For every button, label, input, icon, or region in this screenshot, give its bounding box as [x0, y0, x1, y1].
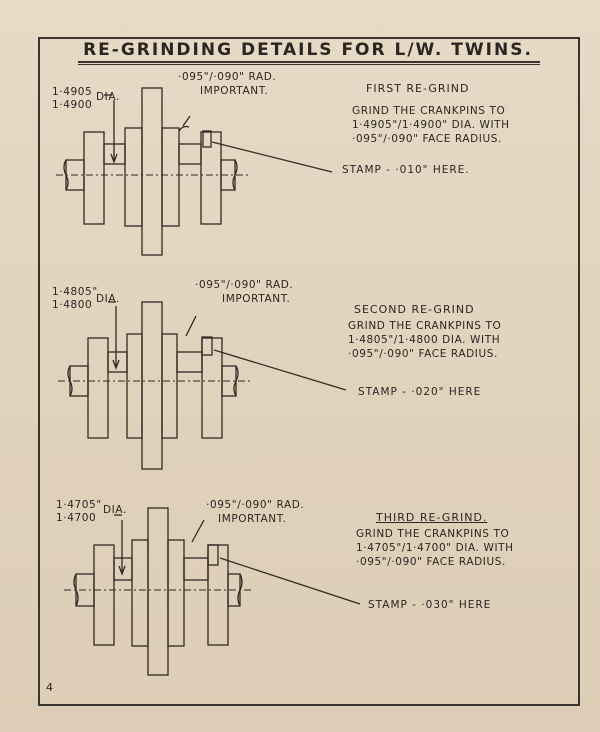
page-number: 4: [46, 681, 53, 694]
central-flywheel-3: [147, 507, 169, 676]
body-line-2-2: 1·4805"/1·4800 DIA. WITH: [348, 334, 501, 346]
left-crankpin-2: [107, 351, 128, 373]
dia-upper-3: 1·4705": [56, 499, 102, 511]
dia-lower-2: 1·4800: [52, 299, 93, 311]
radius-note-3: ·095"/·090" RAD.: [206, 499, 305, 511]
left-inner-web-2: [126, 333, 143, 439]
title-underline-second: [78, 64, 540, 65]
dia-lower-3: 1·4700: [56, 512, 97, 524]
dia-lower-1: 1·4900: [52, 99, 93, 111]
central-flywheel-1: [141, 87, 163, 256]
body-line-2-3: ·095"/·090" FACE RADIUS.: [348, 348, 498, 360]
important-note-3: IMPORTANT.: [218, 513, 287, 525]
title-underline: [78, 61, 540, 63]
stamp-note-2: STAMP - ·020" HERE: [358, 386, 482, 398]
crankshaft-figure-2: [58, 301, 347, 470]
radius-note-2: ·095"/·090" RAD.: [195, 279, 294, 291]
page-title: RE-GRINDING DETAILS FOR L/W. TWINS.: [83, 40, 533, 60]
important-note-2: IMPORTANT.: [222, 293, 291, 305]
section-heading-2: SECOND RE-GRIND: [354, 303, 475, 316]
stamp-box-3: [207, 544, 219, 566]
crankshaft-figure-3: [64, 507, 361, 676]
right-crankpin-2: [176, 351, 203, 373]
dia-upper-1: 1·4905: [52, 86, 93, 98]
left-crankpin-3: [113, 557, 133, 581]
left-web-3: [93, 544, 115, 646]
body-line-2-1: GRIND THE CRANKPINS TO: [348, 320, 502, 332]
section-heading-3: THIRD RE-GRIND.: [376, 511, 488, 524]
left-inner-web-1: [124, 127, 143, 227]
dia-suffix-1: DIA.: [96, 91, 120, 103]
left-web-1: [83, 131, 105, 225]
section-heading-1: FIRST RE-GRIND: [366, 82, 470, 95]
dia-upper-2: 1·4805": [52, 286, 98, 298]
left-web-2: [87, 337, 109, 439]
body-line-1-3: ·095"/·090" FACE RADIUS.: [352, 133, 502, 145]
central-flywheel-2: [141, 301, 163, 470]
crankshaft-figure-1: [56, 87, 333, 256]
body-line-3-3: ·095"/·090" FACE RADIUS.: [356, 556, 506, 568]
stamp-box-1: [202, 130, 212, 148]
drawing-border: [38, 37, 580, 706]
stamp-note-1: STAMP - ·010" HERE.: [342, 164, 470, 176]
right-inner-web-3: [167, 539, 185, 647]
body-line-3-2: 1·4705"/1·4700" DIA. WITH: [356, 542, 514, 554]
dia-suffix-2: DIA.: [96, 293, 120, 305]
right-inner-web-1: [161, 127, 180, 227]
body-line-3-1: GRIND THE CRANKPINS TO: [356, 528, 510, 540]
right-crankpin-1: [178, 143, 202, 165]
radius-note-1: ·095"/·090" RAD.: [178, 71, 277, 83]
important-note-1: IMPORTANT.: [200, 85, 269, 97]
body-line-1-2: 1·4905"/1·4900" DIA. WITH: [352, 119, 510, 131]
dia-suffix-3: DIA.: [103, 504, 127, 516]
left-inner-web-3: [131, 539, 149, 647]
right-inner-web-2: [161, 333, 178, 439]
stamp-note-3: STAMP - ·030" HERE: [368, 599, 492, 611]
stamp-box-2: [201, 336, 213, 356]
body-line-1-1: GRIND THE CRANKPINS TO: [352, 105, 506, 117]
right-crankpin-3: [183, 557, 209, 581]
